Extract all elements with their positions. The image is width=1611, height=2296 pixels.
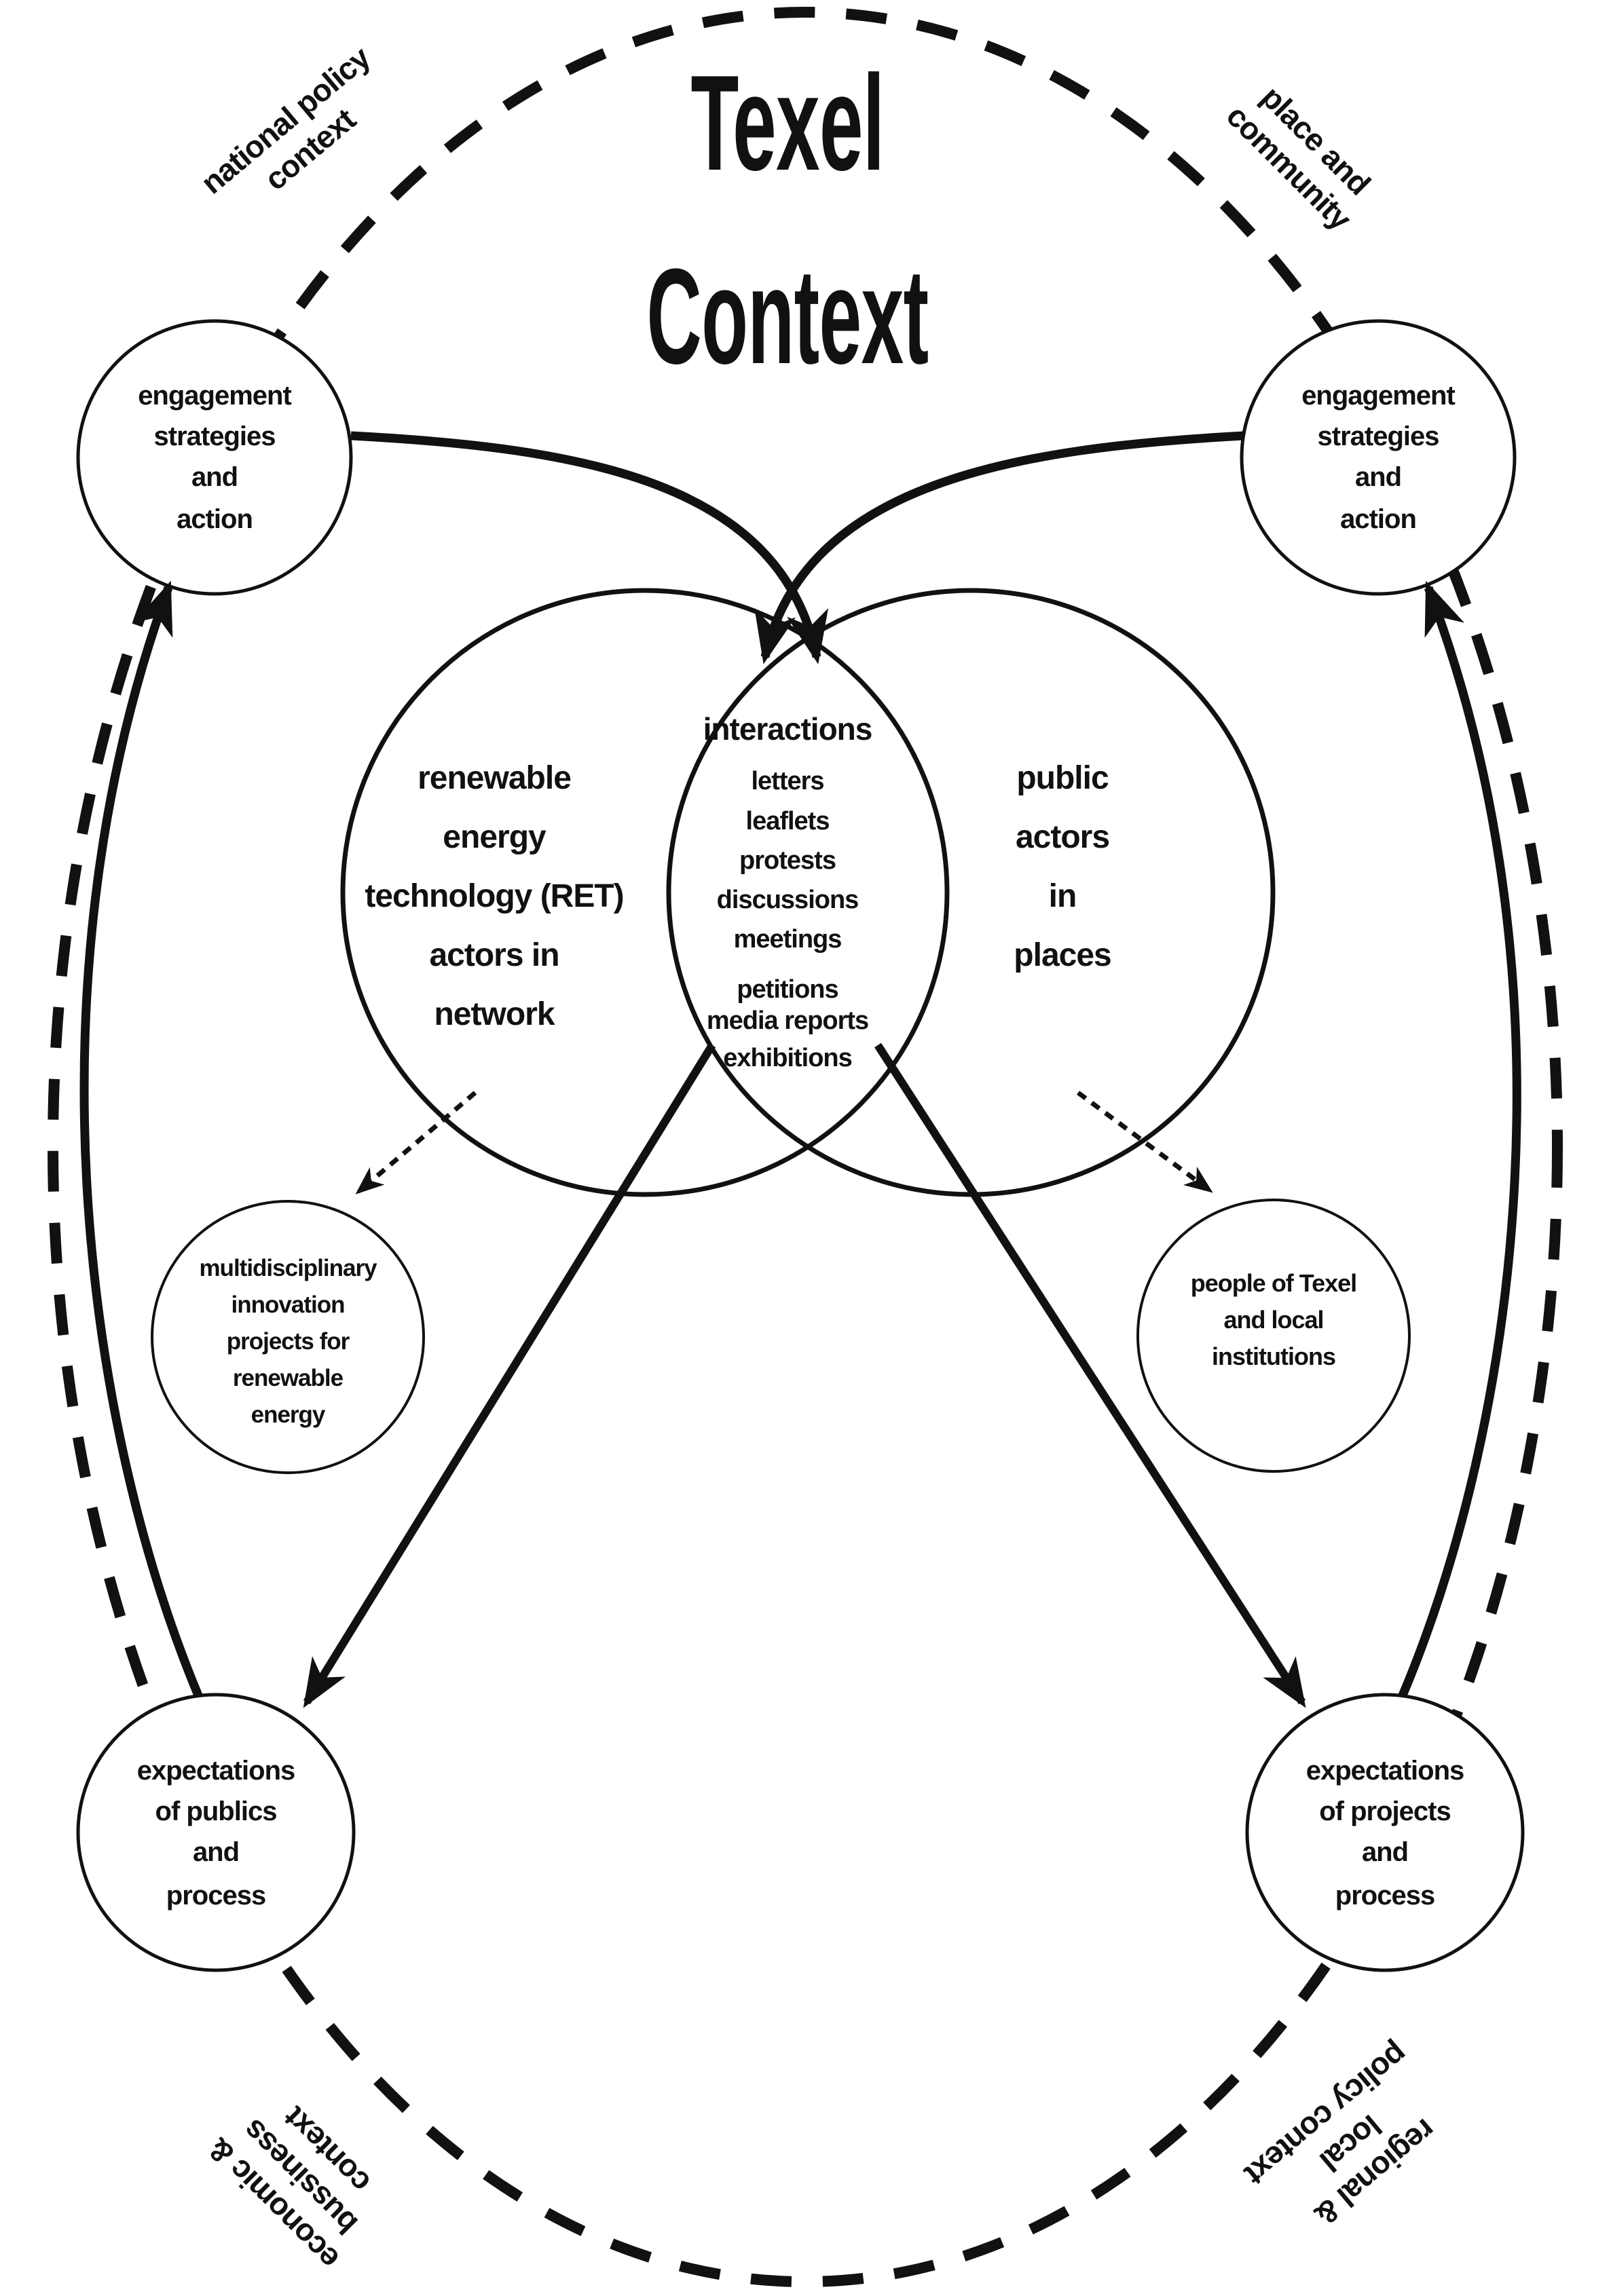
ret-network-text: renewable energy technology (RET) actors… — [365, 760, 624, 1032]
svg-text:action: action — [1340, 504, 1416, 534]
svg-text:and: and — [193, 1837, 239, 1867]
svg-text:of projects: of projects — [1319, 1796, 1450, 1826]
context-boundary-dashed-ellipse — [48, 7, 1563, 2287]
innovation-projects-circle — [151, 1200, 425, 1474]
interactions-title: interactions — [703, 711, 872, 747]
svg-text:engagement: engagement — [1301, 381, 1455, 411]
label-regional-local-policy-context: regional & local policy context — [1238, 2036, 1443, 2233]
expectations-publics-circle — [76, 1693, 356, 1972]
innovation-projects-text: multidisciplinary innovation projects fo… — [199, 1255, 378, 1428]
arrow-interactions-to-expectations-publics — [303, 1042, 716, 1708]
expectations-projects-circle — [1245, 1693, 1525, 1972]
svg-text:renewable: renewable — [233, 1365, 344, 1391]
page-title-line: Texel — [691, 48, 885, 199]
interactions-text: interactions letters leaflets protests d… — [703, 711, 873, 1072]
public-actors-text: public actors in places — [1014, 760, 1111, 973]
interactions-item: media reports — [707, 1006, 868, 1035]
svg-text:strategies: strategies — [1318, 421, 1439, 451]
svg-text:and: and — [191, 462, 238, 492]
engagement-left-text: engagement strategies and action — [138, 381, 292, 534]
svg-text:process: process — [1335, 1881, 1434, 1911]
expectations-publics-text: expectations of publics and process — [137, 1756, 296, 1911]
svg-text:actors: actors — [1016, 819, 1109, 855]
arrow-public-to-people-texel — [1076, 1091, 1213, 1193]
interactions-item: meetings — [734, 925, 842, 954]
arrow-engagement-right-to-interactions — [754, 431, 1244, 664]
arrow-expectations-publics-to-engagement-left — [79, 580, 203, 1697]
ret-network-circle — [340, 588, 950, 1197]
page-title-line: Context — [647, 241, 929, 392]
svg-text:and: and — [1355, 462, 1401, 492]
label-economic-bussiness-context: economic & bussiness context — [200, 2100, 377, 2276]
svg-text:places: places — [1014, 937, 1111, 973]
interactions-item: petitions — [737, 975, 838, 1004]
svg-text:innovation: innovation — [232, 1292, 345, 1318]
svg-text:technology (RET): technology (RET) — [365, 878, 623, 914]
arrow-ret-to-innovation-projects — [355, 1091, 477, 1194]
svg-text:energy: energy — [251, 1401, 326, 1428]
people-texel-circle — [1136, 1199, 1411, 1473]
interactions-item: letters — [751, 767, 823, 795]
svg-text:process: process — [166, 1881, 265, 1911]
svg-text:public: public — [1016, 760, 1109, 796]
engagement-right-circle — [1240, 319, 1517, 596]
svg-text:expectations: expectations — [137, 1756, 295, 1786]
svg-text:people of Texel: people of Texel — [1191, 1269, 1356, 1297]
interactions-item: leaflets — [746, 807, 830, 835]
arrow-engagement-left-to-interactions — [350, 431, 828, 664]
svg-text:network: network — [434, 996, 555, 1032]
svg-text:and local: and local — [1223, 1306, 1323, 1334]
svg-text:engagement: engagement — [138, 381, 291, 411]
svg-text:in: in — [1049, 878, 1077, 914]
people-texel-text: people of Texel and local institutions — [1191, 1269, 1357, 1370]
svg-text:institutions: institutions — [1212, 1342, 1335, 1370]
svg-text:strategies: strategies — [154, 421, 276, 451]
svg-text:and: and — [1362, 1837, 1408, 1867]
svg-text:of publics: of publics — [155, 1796, 277, 1826]
svg-text:expectations: expectations — [1306, 1756, 1464, 1786]
svg-text:renewable: renewable — [418, 760, 571, 796]
arrow-expectations-projects-to-engagement-right — [1399, 580, 1521, 1697]
svg-text:projects for: projects for — [227, 1328, 350, 1355]
svg-text:actors in: actors in — [429, 937, 559, 973]
arrow-interactions-to-expectations-projects — [874, 1042, 1306, 1708]
engagement-left-circle — [76, 319, 353, 596]
engagement-right-text: engagement strategies and action — [1301, 381, 1456, 534]
svg-text:energy: energy — [443, 819, 547, 855]
interactions-item: exhibitions — [723, 1044, 852, 1072]
svg-text:action: action — [177, 504, 253, 534]
label-national-policy-context: national policy context — [194, 39, 377, 201]
interactions-item: protests — [739, 846, 836, 875]
interactions-item: discussions — [717, 886, 859, 914]
label-place-and-community: place and community — [1220, 79, 1377, 237]
svg-text:multidisciplinary: multidisciplinary — [199, 1255, 377, 1281]
expectations-projects-text: expectations of projects and process — [1306, 1756, 1465, 1911]
